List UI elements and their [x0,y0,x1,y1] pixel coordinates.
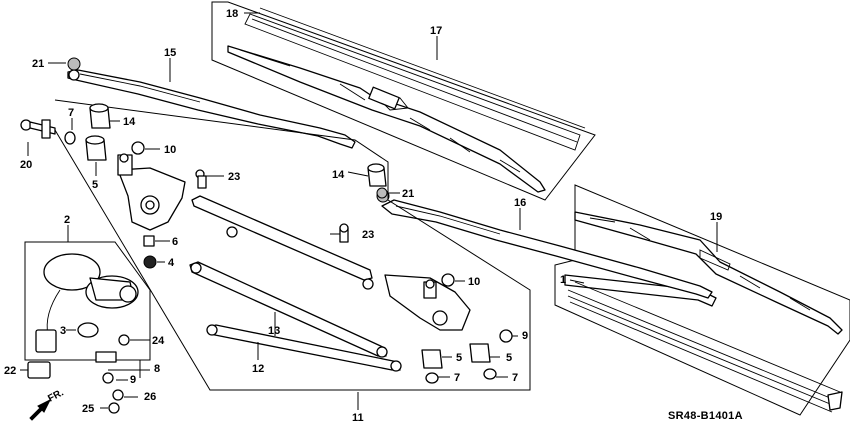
callout-21-right: 21 [402,188,414,200]
right-pivot-bracket [384,274,471,331]
callout-17: 17 [430,25,442,37]
left-pivot-bracket [117,153,186,231]
callout-7-left: 7 [68,107,74,119]
wiper-arm-left [67,57,356,149]
callout-23-upper: 23 [228,171,240,183]
callout-20: 20 [20,159,32,171]
callout-14-right: 14 [332,169,345,181]
linkage-rods [189,195,402,372]
callout-13: 13 [268,325,280,337]
callout-19: 19 [710,211,722,223]
callout-21-left: 21 [32,58,44,70]
callout-18: 18 [226,8,238,20]
callout-23-middle: 23 [362,229,374,241]
callout-16: 16 [514,197,526,209]
callout-9-left: 9 [130,374,136,386]
callout-1: 1 [560,274,566,286]
callout-26: 26 [144,391,156,403]
callouts: 1 2 3 4 5 5 5 6 7 7 7 8 9 9 10 10 11 12 … [4,8,722,424]
callout-11: 11 [352,412,364,424]
callout-8: 8 [154,363,160,375]
callout-15: 15 [164,47,176,59]
leader-lines [20,12,718,410]
callout-7-right-a: 7 [454,372,460,384]
callout-9-right: 9 [522,330,528,342]
callout-12: 12 [252,363,264,375]
blade-group-upper [211,1,596,201]
hardware [20,103,513,414]
callout-14-left: 14 [123,116,136,128]
blade-group-lower [554,184,850,416]
callout-22: 22 [4,365,16,377]
callout-3: 3 [60,325,66,337]
arrow-icon [29,398,52,421]
direction-label: FR. [46,387,66,404]
callout-6: 6 [172,236,178,248]
callout-5-right-a: 5 [456,352,462,364]
callout-7-right-b: 7 [512,372,518,384]
wiper-motor-group [24,241,151,379]
front-direction-arrow: FR. [29,387,66,421]
diagram-code: SR48-B1401A [668,410,743,422]
callout-25: 25 [82,403,94,415]
callout-5-left: 5 [92,179,98,191]
callout-10-left: 10 [164,144,176,156]
linkage-outline [54,99,531,391]
callout-5-right-b: 5 [506,352,512,364]
callout-2: 2 [64,214,70,226]
callout-24: 24 [152,335,165,347]
callout-4: 4 [168,257,175,269]
callout-10-right: 10 [468,276,480,288]
